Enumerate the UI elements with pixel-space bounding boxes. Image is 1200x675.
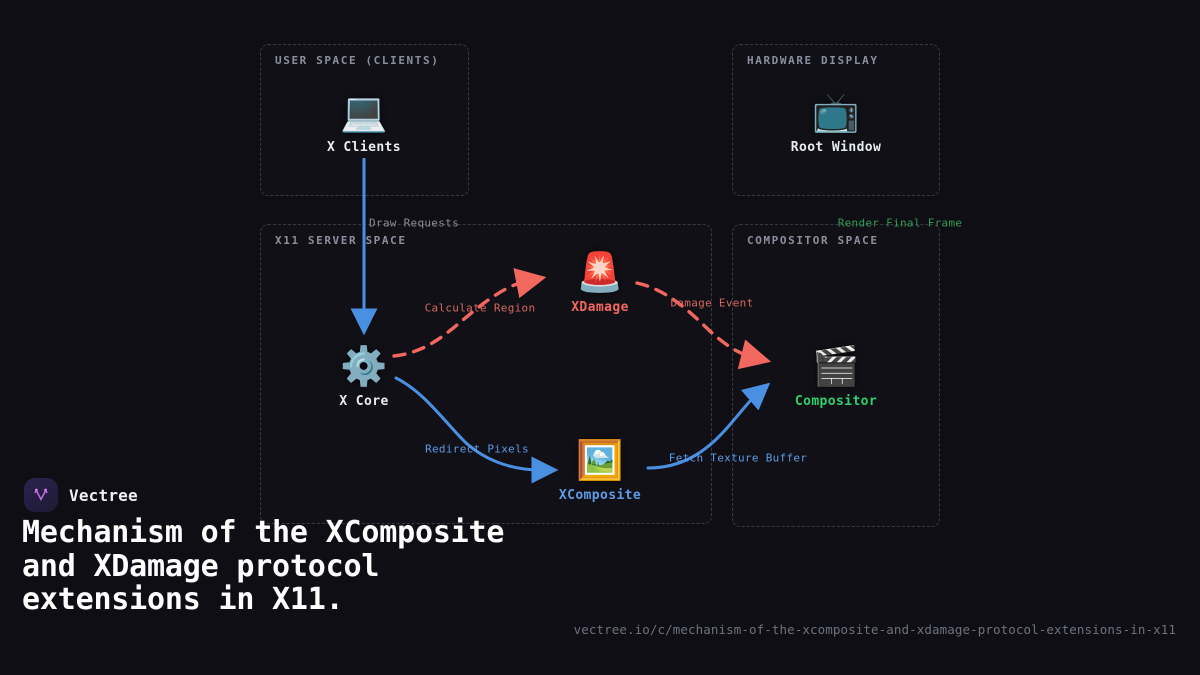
edge-label-calculate-region: Calculate Region (424, 301, 536, 315)
brand-name: Vectree (69, 485, 138, 505)
brand: Vectree (24, 478, 138, 512)
group-x11-server-space-label: X11 SERVER SPACE (275, 234, 407, 247)
group-compositor-space-label: COMPOSITOR SPACE (747, 234, 879, 247)
footer-url: vectree.io/c/mechanism-of-the-xcomposite… (573, 622, 1176, 637)
edge-label-render-final-frame: Render Final Frame (837, 216, 963, 230)
edge-label-redirect-pixels: Redirect Pixels (425, 442, 529, 456)
edge-label-fetch-texture-buffer: Fetch Texture Buffer (668, 451, 808, 465)
group-hardware-display-label: HARDWARE DISPLAY (747, 54, 879, 67)
group-x11-server-space: X11 SERVER SPACE (260, 224, 712, 524)
group-user-space: USER SPACE (CLIENTS) (260, 44, 469, 196)
group-user-space-label: USER SPACE (CLIENTS) (275, 54, 440, 67)
edge-label-draw-requests: Draw Requests (369, 216, 459, 230)
edge-label-damage-event: Damage Event (670, 296, 754, 310)
group-compositor-space: COMPOSITOR SPACE (732, 224, 940, 527)
vectree-logo-icon (24, 478, 58, 512)
page-title: Mechanism of the XComposite and XDamage … (22, 515, 505, 618)
group-hardware-display: HARDWARE DISPLAY (732, 44, 940, 196)
